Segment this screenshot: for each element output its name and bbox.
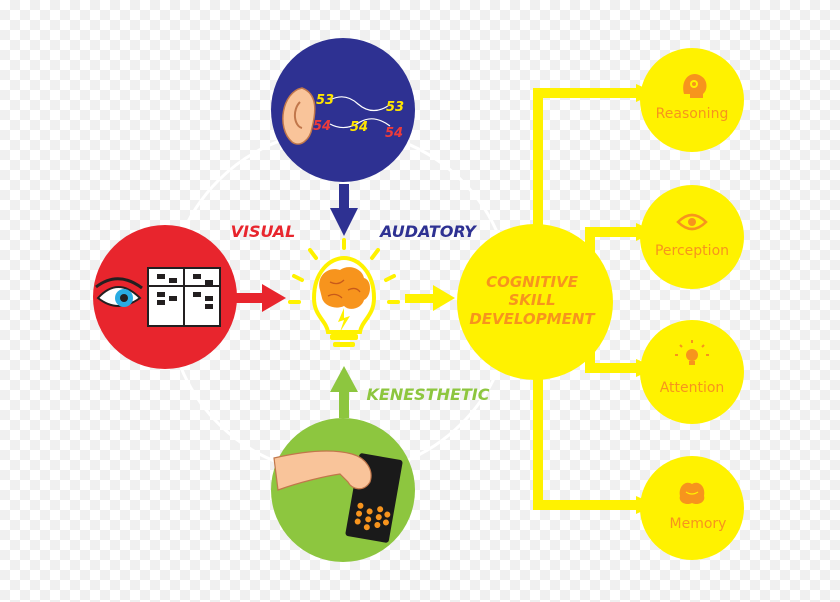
cognitive-skill-node bbox=[457, 224, 613, 380]
eye-icon bbox=[95, 277, 143, 307]
abacus-icon bbox=[147, 267, 221, 327]
skill-label-memory: Memory bbox=[670, 516, 727, 532]
arrow-kenesthetic bbox=[330, 366, 358, 418]
audatory-label: AUDATORY bbox=[378, 222, 477, 241]
arrow-visual bbox=[236, 284, 286, 312]
kenesthetic-label: KENESTHETIC bbox=[366, 385, 489, 404]
brain-bulb-icon bbox=[288, 238, 400, 347]
audatory-node bbox=[271, 38, 415, 182]
skill-label-reasoning: Reasoning bbox=[656, 106, 729, 122]
audio-number: 54 bbox=[385, 126, 403, 141]
ear-icon bbox=[282, 87, 316, 145]
arrow-audatory bbox=[330, 184, 358, 236]
lightbulb-icon bbox=[675, 340, 709, 365]
sound-waves bbox=[329, 96, 391, 129]
reasoning-node bbox=[640, 48, 744, 152]
brain-icon bbox=[679, 482, 705, 505]
audio-number: 53 bbox=[386, 100, 404, 115]
memory-node bbox=[640, 456, 744, 560]
visual-label: VISUAL bbox=[231, 222, 296, 241]
skill-label-attention: Attention bbox=[660, 380, 725, 396]
audio-number: 54 bbox=[350, 120, 368, 135]
center-label-line1: COGNITIVE bbox=[486, 273, 579, 291]
center-label-line3: DEVELOPMENT bbox=[469, 310, 596, 328]
audio-number: 54 bbox=[313, 119, 331, 134]
audio-number: 53 bbox=[316, 93, 334, 108]
perception-node bbox=[640, 185, 744, 289]
eye-icon bbox=[676, 213, 708, 231]
attention-node bbox=[640, 320, 744, 424]
hand-abacus-icon bbox=[273, 450, 403, 543]
center-label-line2: SKILL bbox=[508, 291, 555, 309]
skill-label-perception: Perception bbox=[655, 243, 729, 259]
arrow-to-cognitive bbox=[405, 285, 455, 311]
head-gear-icon bbox=[683, 74, 707, 98]
branch-arrowheads bbox=[636, 84, 656, 514]
